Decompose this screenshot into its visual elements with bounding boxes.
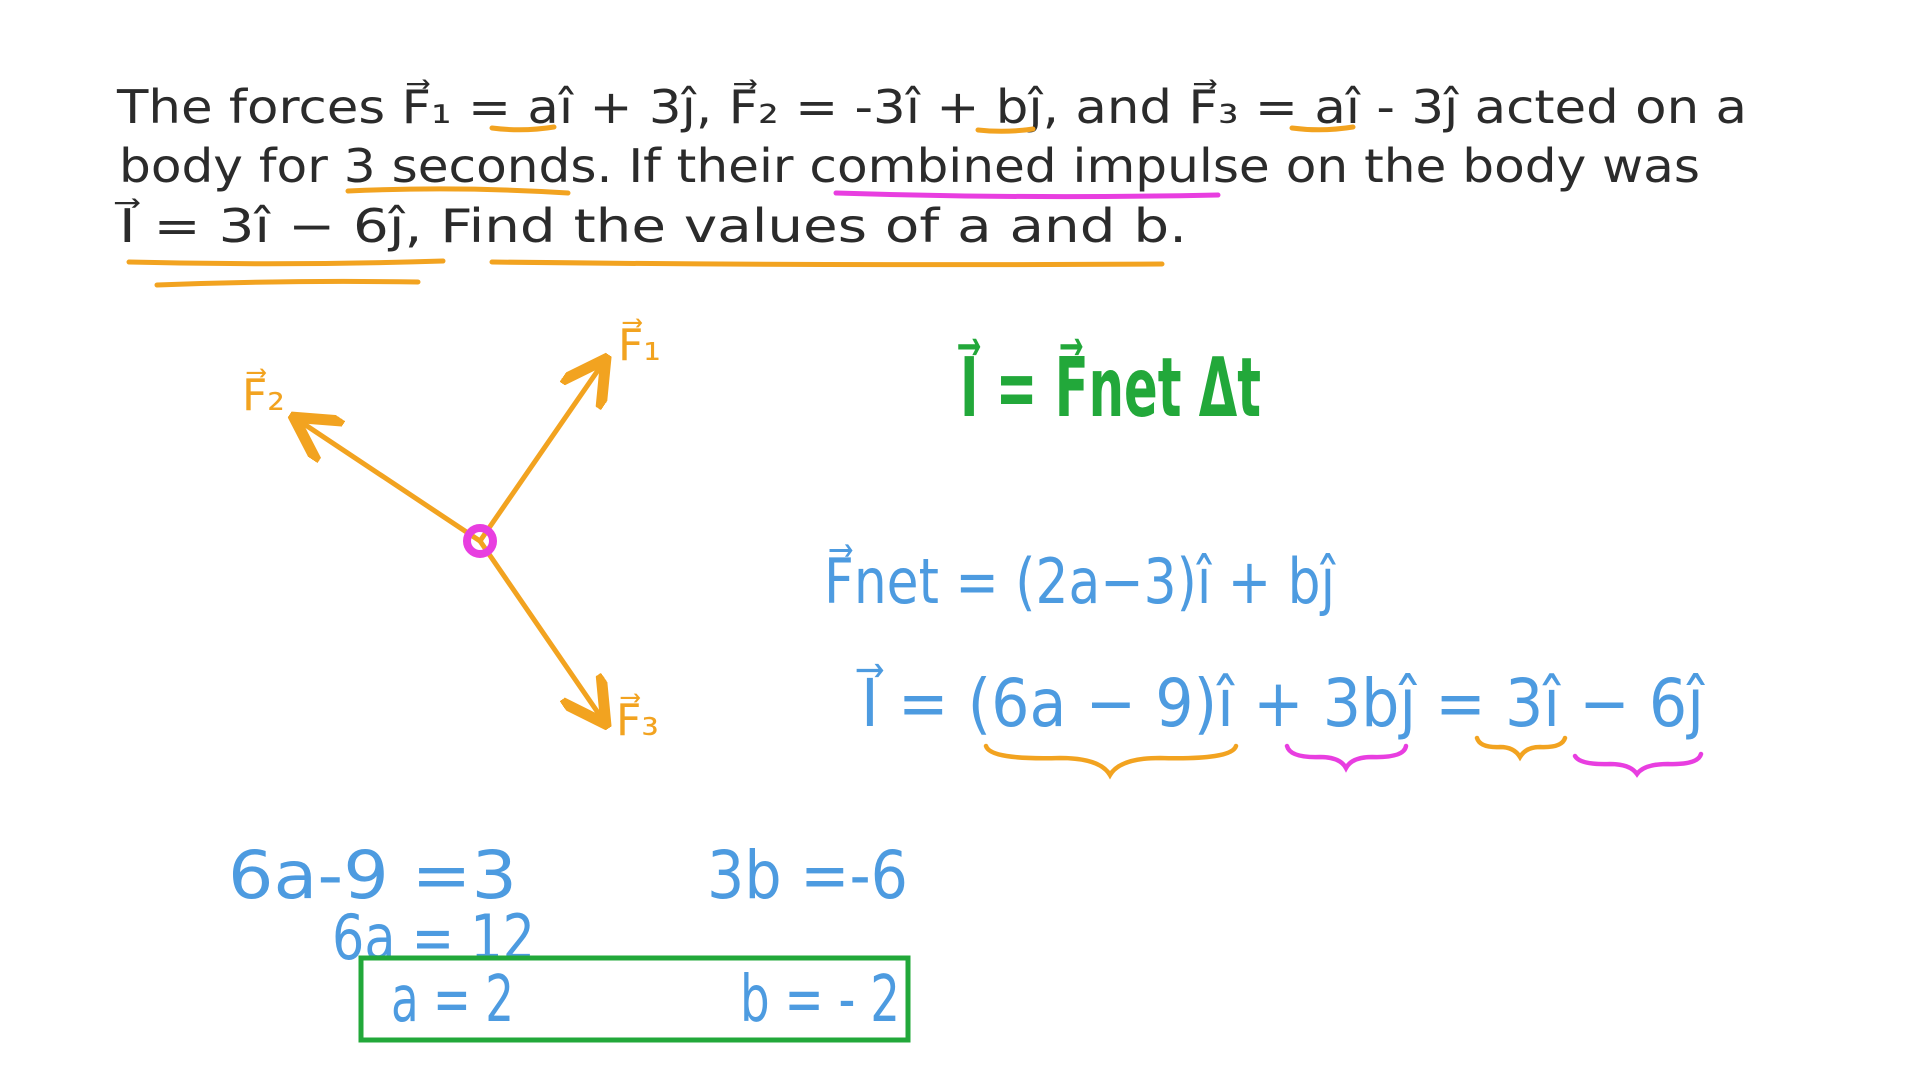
underline-f2-b [975,126,1036,134]
brace-j-coefficient-left [1284,743,1409,773]
problem-line-3: I⃗ = 3î − 6ĵ, Find the values of a and b… [114,199,1187,253]
force-arrow-f1 [477,363,603,544]
label-f3: F⃗₃ [616,693,659,746]
underline-f1-a [489,124,557,133]
highlight-underlines [126,124,1356,288]
equation-a-step-1: 6a-9 =3 [228,837,517,914]
problem-line-2: body for 3 seconds. If their combined im… [119,139,1700,193]
impulse-formula: I⃗ = F⃗net Δt [958,338,1261,436]
force-diagram: F⃗₁ F⃗₂ F⃗₃ [242,318,661,746]
underline-f3-a [1289,124,1356,133]
underline-combined-impulse [833,190,1221,200]
answer-b: b = - 2 [740,963,900,1037]
answer-box [358,955,911,1043]
underline-find-values [489,259,1165,268]
impulse-equation: I⃗ = (6a − 9)î + 3bĵ = 3î − 6ĵ [856,663,1706,742]
brace-i-coefficient-right [1474,735,1568,762]
brace-i-coefficient-left [983,743,1239,780]
problem-line-1: The forces F⃗₁ = aî + 3ĵ, F⃗₂ = -3î + bĵ… [116,80,1747,134]
force-arrow-f3 [477,538,603,720]
answer-a: a = 2 [391,963,514,1037]
underline-impulse-2 [154,278,421,288]
underline-impulse-1 [126,258,446,267]
body-point [463,524,497,558]
label-f1: F⃗₁ [618,318,661,371]
label-f2: F⃗₂ [242,368,285,421]
equation-b-step-1: 3b =-6 [707,837,908,914]
brace-j-coefficient-right [1572,751,1704,778]
underline-3-seconds [345,186,571,196]
force-arrow-f2 [298,420,483,544]
fnet-equation: F⃗net = (2a−3)î + bĵ [824,545,1336,618]
comparison-braces [983,735,1704,780]
equation-a-step-2: 6a = 12 [332,901,535,974]
